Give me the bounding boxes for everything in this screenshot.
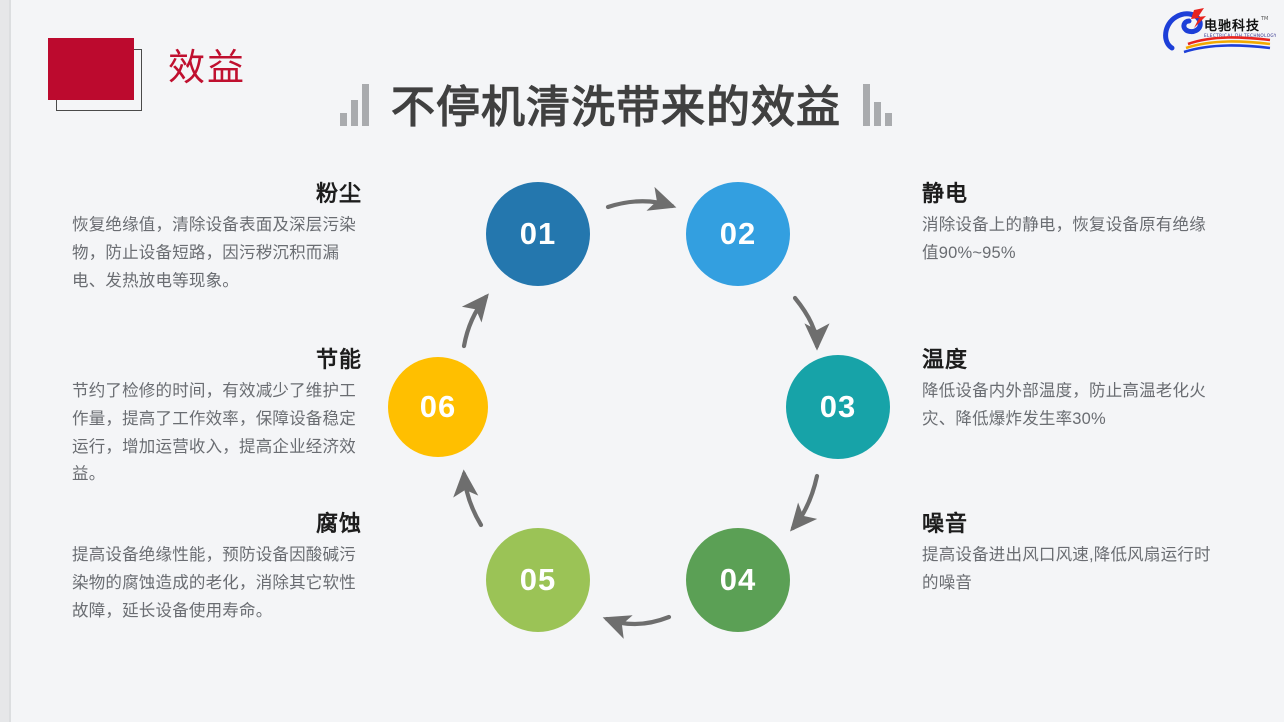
benefit-desc-temperature: 降低设备内外部温度，防止高温老化火灾、降低爆炸发生率30% [922, 382, 1206, 428]
benefit-block-temperature: 温度 降低设备内外部温度，防止高温老化火灾、降低爆炸发生率30% [922, 347, 1212, 434]
company-logo: 电驰科技 TM ELECTRICAL DH TECHNOLOGY [1158, 4, 1276, 56]
benefit-block-noise: 噪音 提高设备进出风口风速,降低风扇运行时的噪音 [922, 511, 1212, 598]
cycle-node-04[interactable]: 04 [686, 528, 790, 632]
bar-chart-left-icon [340, 82, 369, 126]
badge-filled-square [48, 38, 134, 100]
cycle-node-04-number: 04 [719, 562, 757, 597]
cycle-node-01-number: 01 [519, 216, 557, 251]
benefit-title-temperature: 温度 [922, 347, 969, 372]
cycle-node-02[interactable]: 02 [686, 182, 790, 286]
left-edge-divider [9, 0, 11, 722]
section-badge [48, 38, 168, 114]
left-edge-strip [0, 0, 9, 722]
cycle-node-05-number: 05 [519, 562, 557, 597]
benefit-desc-corrosion: 提高设备绝缘性能，预防设备因酸碱污染物的腐蚀造成的老化，消除其它软性故障，延长设… [72, 546, 356, 620]
cycle-arrows [453, 186, 830, 639]
svg-text:电驰科技: 电驰科技 [1204, 18, 1260, 34]
benefit-block-static: 静电 消除设备上的静电，恢复设备原有绝缘值90%~95% [922, 181, 1212, 268]
benefit-title-dust: 粉尘 [315, 181, 362, 206]
benefit-desc-dust: 恢复绝缘值，清除设备表面及深层污染物，防止设备短路，因污秽沉积而漏电、发热放电等… [72, 216, 356, 290]
benefit-desc-energy: 节约了检修的时间，有效减少了维护工作量，提高了工作效率，保障设备稳定运行，增加运… [72, 382, 356, 484]
cycle-node-06[interactable]: 06 [388, 357, 488, 457]
svg-text:TM: TM [1260, 16, 1268, 22]
benefit-title-corrosion: 腐蚀 [315, 511, 362, 536]
benefit-desc-static: 消除设备上的静电，恢复设备原有绝缘值90%~95% [922, 216, 1206, 262]
page-title: 不停机清洗带来的效益 [391, 83, 841, 132]
benefit-block-corrosion: 腐蚀 提高设备绝缘性能，预防设备因酸碱污染物的腐蚀造成的老化，消除其它软性故障，… [72, 511, 362, 625]
benefit-block-energy: 节能 节约了检修的时间，有效减少了维护工作量，提高了工作效率，保障设备稳定运行，… [72, 347, 362, 489]
cycle-node-02-number: 02 [719, 216, 757, 251]
cycle-diagram: 01 02 03 04 05 06 [380, 160, 900, 660]
badge-label: 效益 [168, 47, 246, 88]
cycle-node-03[interactable]: 03 [786, 355, 890, 459]
benefit-desc-noise: 提高设备进出风口风速,降低风扇运行时的噪音 [922, 546, 1211, 592]
page-title-row: 不停机清洗带来的效益 [340, 68, 892, 130]
cycle-node-06-number: 06 [419, 389, 457, 424]
benefit-title-energy: 节能 [315, 347, 362, 372]
svg-text:ELECTRICAL DH TECHNOLOGY: ELECTRICAL DH TECHNOLOGY [1204, 33, 1276, 38]
cycle-node-01[interactable]: 01 [486, 182, 590, 286]
benefit-block-dust: 粉尘 恢复绝缘值，清除设备表面及深层污染物，防止设备短路，因污秽沉积而漏电、发热… [72, 181, 362, 295]
cycle-node-03-number: 03 [819, 389, 857, 424]
benefit-title-noise: 噪音 [922, 511, 969, 536]
cycle-node-05[interactable]: 05 [486, 528, 590, 632]
benefit-title-static: 静电 [922, 181, 969, 206]
bar-chart-right-icon [863, 82, 892, 126]
